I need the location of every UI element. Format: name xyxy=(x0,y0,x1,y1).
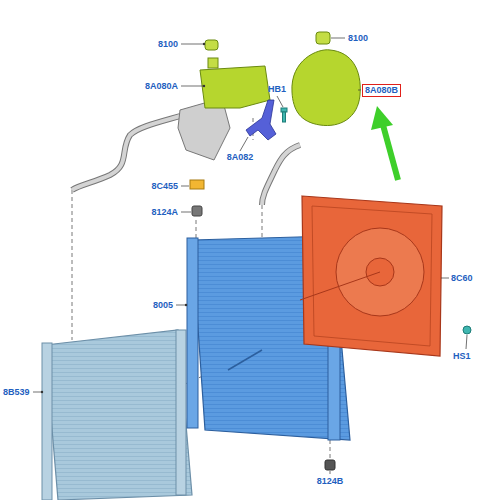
cap xyxy=(205,40,218,50)
callout-number: HB1 xyxy=(268,84,286,95)
callout-number: 8C455 xyxy=(151,181,178,192)
pointer-arrow xyxy=(371,106,398,180)
callout-box: 8A080B xyxy=(362,84,401,97)
leader-line xyxy=(33,38,467,474)
callout-number: 8100 xyxy=(348,33,368,44)
fan-shroud xyxy=(300,196,471,356)
clip xyxy=(463,326,471,334)
callout-number: 8124A xyxy=(151,207,178,218)
bracket xyxy=(246,100,276,140)
insulator xyxy=(190,180,204,189)
leader-dot xyxy=(41,43,205,393)
callout-number: 8C60 xyxy=(451,273,473,284)
callout-number: 8A080A xyxy=(145,81,178,92)
grommet xyxy=(325,460,335,470)
expansion-tank xyxy=(200,40,270,108)
grommet xyxy=(192,206,202,216)
callout-number: 8B539 xyxy=(3,387,30,398)
expansion-tank xyxy=(292,32,360,126)
callout-number: 8A080B xyxy=(365,85,398,96)
callout-number: 8124B xyxy=(317,476,344,487)
callout-number: HS1 xyxy=(453,351,471,362)
bolt xyxy=(281,108,287,122)
condenser xyxy=(42,330,192,500)
callout-number: 8100 xyxy=(158,39,178,50)
callout-number: 8005 xyxy=(153,300,173,311)
callout-number: 8A082 xyxy=(227,152,254,163)
cap xyxy=(316,32,330,44)
